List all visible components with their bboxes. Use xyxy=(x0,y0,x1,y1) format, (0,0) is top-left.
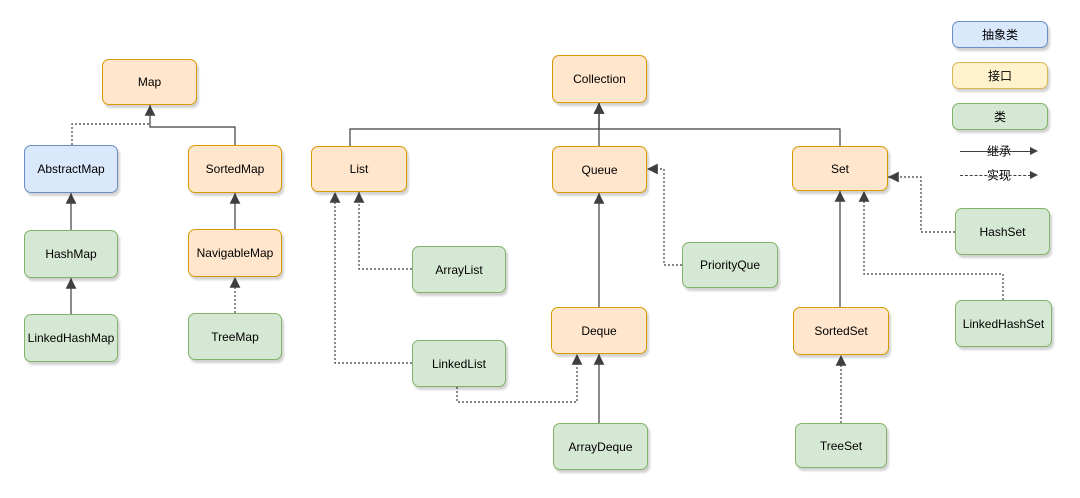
legend-arrow-implement: 实现 xyxy=(960,167,1038,183)
node-set: Set xyxy=(792,146,888,191)
node-list-label: List xyxy=(349,162,369,176)
legend-box-interface: 接口 xyxy=(952,62,1048,89)
node-queue-label: Queue xyxy=(581,162,618,177)
node-navigablemap-label: NavigableMap xyxy=(196,246,274,260)
arrowhead-icon xyxy=(1030,171,1038,179)
node-queue: Queue xyxy=(552,146,647,193)
dashed-line-icon xyxy=(960,175,1031,176)
edge-set-to-collection-solid xyxy=(593,103,841,146)
node-treeset: TreeSet xyxy=(795,423,887,468)
node-treemap-label: TreeMap xyxy=(211,329,259,344)
edge-linkedlist-to-list-dashed xyxy=(329,192,412,364)
edge-arraylist-to-list-dashed xyxy=(353,192,412,270)
node-priorityque-label: PriorityQue xyxy=(699,258,761,272)
edge-sortedmap-to-map-solid xyxy=(144,105,236,145)
node-linkedhashset: LinkedHashSet xyxy=(955,300,1052,347)
legend-box-abstract-class: 抽象类 xyxy=(952,21,1048,48)
node-hashset-label: HashSet xyxy=(979,224,1026,239)
node-sortedmap-label: SortedMap xyxy=(205,162,265,176)
node-map-label: Map xyxy=(137,75,162,89)
legend-box-class-label: 类 xyxy=(993,110,1006,124)
node-deque: Deque xyxy=(551,307,647,354)
legend-box-abstract-class-label: 抽象类 xyxy=(981,28,1018,42)
edge-hashset-to-set-dashed xyxy=(888,171,955,233)
node-sortedset: SortedSet xyxy=(793,307,889,355)
legend-arrow-inherit: 继承 xyxy=(960,143,1038,159)
legend-box-class: 类 xyxy=(952,103,1048,130)
node-hashmap: HashMap xyxy=(24,230,118,278)
node-hashset: HashSet xyxy=(955,208,1050,255)
edge-abstractmap-to-map-dashed xyxy=(71,123,149,145)
node-sortedset-label: SortedSet xyxy=(814,324,868,338)
arrowhead-icon xyxy=(1030,147,1038,155)
node-arraylist: ArrayList xyxy=(412,246,506,293)
node-linkedhashmap-label: LinkedHashMap xyxy=(27,331,115,345)
node-map: Map xyxy=(102,59,197,105)
node-arraydeque: ArrayDeque xyxy=(553,423,648,470)
node-sortedmap: SortedMap xyxy=(188,145,282,193)
node-priorityque: PriorityQue xyxy=(682,242,778,288)
edge-list-to-collection-solid xyxy=(349,103,605,146)
node-arraylist-label: ArrayList xyxy=(435,262,483,277)
node-collection: Collection xyxy=(552,55,647,103)
edge-priorityque-to-queue-dashed xyxy=(647,163,682,266)
node-abstractmap: AbstractMap xyxy=(24,145,118,193)
node-collection-label: Collection xyxy=(573,72,626,86)
node-hashmap-label: HashMap xyxy=(45,247,97,261)
node-list: List xyxy=(311,146,407,192)
node-navigablemap: NavigableMap xyxy=(188,229,282,277)
node-arraydeque-label: ArrayDeque xyxy=(568,439,633,454)
legend-box-interface-label: 接口 xyxy=(987,69,1012,83)
node-linkedlist-label: LinkedList xyxy=(431,356,487,371)
node-linkedhashset-label: LinkedHashSet xyxy=(962,316,1045,331)
node-treeset-label: TreeSet xyxy=(819,438,863,453)
node-linkedhashmap: LinkedHashMap xyxy=(24,314,118,362)
node-abstractmap-label: AbstractMap xyxy=(37,162,105,176)
node-linkedlist: LinkedList xyxy=(412,340,506,387)
node-set-label: Set xyxy=(830,161,849,176)
node-deque-label: Deque xyxy=(581,323,617,338)
node-treemap: TreeMap xyxy=(188,313,282,360)
edge-linkedhashset-to-set-dashed xyxy=(858,191,1004,300)
solid-line-icon xyxy=(960,151,1031,152)
